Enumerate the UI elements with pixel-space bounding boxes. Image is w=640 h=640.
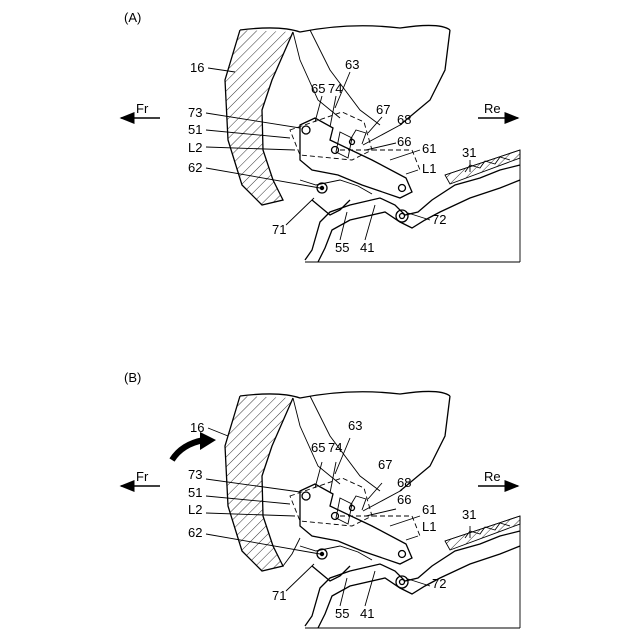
ref-72: 72 — [432, 576, 446, 591]
rear-label: Re — [484, 469, 501, 484]
ref-L2: L2 — [188, 140, 202, 155]
ref-31: 31 — [462, 145, 476, 160]
ref-65: 65 — [311, 440, 325, 455]
ref-63: 63 — [345, 57, 359, 72]
ref-63: 63 — [348, 418, 362, 433]
ref-66: 66 — [397, 134, 411, 149]
ref-41: 41 — [360, 606, 374, 621]
ref-51: 51 — [188, 485, 202, 500]
ref-67: 67 — [376, 102, 390, 117]
ref-62: 62 — [188, 160, 202, 175]
mechanism-drawing-a — [225, 25, 520, 262]
ref-65: 65 — [311, 81, 325, 96]
ref-L1: L1 — [422, 161, 436, 176]
panel-b: (B) Fr Re — [121, 370, 520, 628]
ref-73: 73 — [188, 467, 202, 482]
ref-L1: L1 — [422, 519, 436, 534]
ref-73: 73 — [188, 105, 202, 120]
ref-55: 55 — [335, 240, 349, 255]
ref-71: 71 — [272, 222, 286, 237]
ref-62: 62 — [188, 525, 202, 540]
ref-68: 68 — [397, 112, 411, 127]
ref-51: 51 — [188, 122, 202, 137]
ref-74: 74 — [328, 81, 342, 96]
ref-71: 71 — [272, 588, 286, 603]
ref-74: 74 — [328, 440, 342, 455]
panel-b-label: (B) — [124, 370, 141, 385]
ref-16: 16 — [190, 60, 204, 75]
ref-16: 16 — [190, 420, 204, 435]
panel-a: (A) Fr Re — [121, 10, 520, 262]
rear-label: Re — [484, 101, 501, 116]
ref-L2: L2 — [188, 502, 202, 517]
ref-67: 67 — [378, 457, 392, 472]
ref-41: 41 — [360, 240, 374, 255]
ref-55: 55 — [335, 606, 349, 621]
front-label: Fr — [136, 101, 149, 116]
rotation-arrow-icon — [172, 432, 216, 460]
ref-68: 68 — [397, 475, 411, 490]
ref-61: 61 — [422, 502, 436, 517]
ref-61: 61 — [422, 141, 436, 156]
ref-31: 31 — [462, 507, 476, 522]
panel-a-label: (A) — [124, 10, 141, 25]
front-label: Fr — [136, 469, 149, 484]
ref-72: 72 — [432, 212, 446, 227]
ref-66: 66 — [397, 492, 411, 507]
